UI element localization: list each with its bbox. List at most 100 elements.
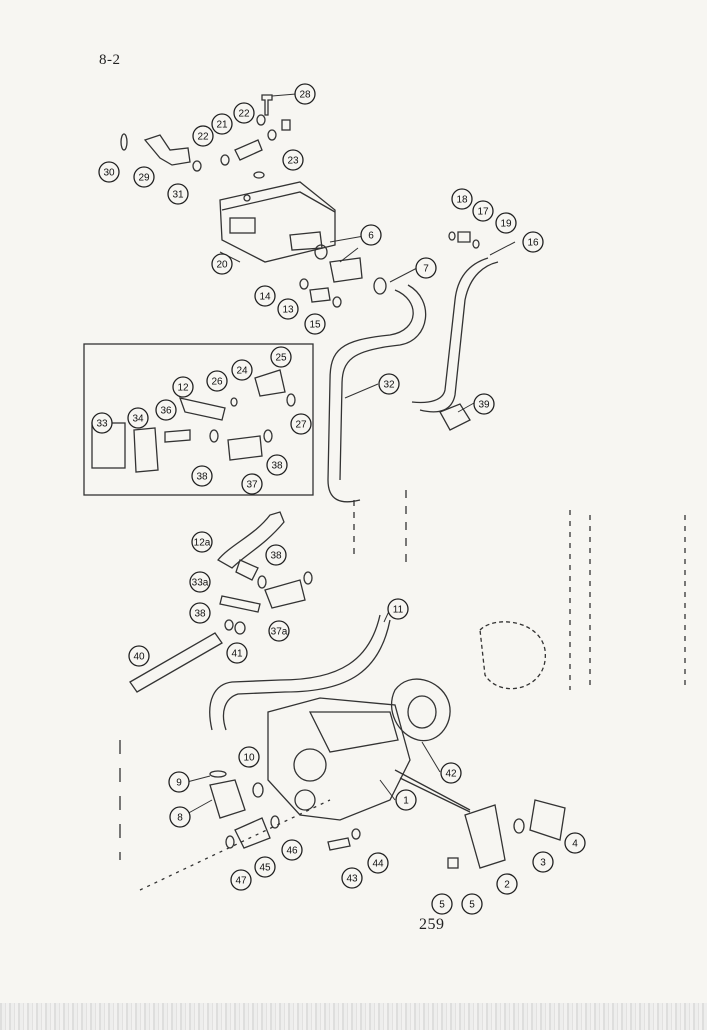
callout-22-24: 22: [192, 125, 214, 147]
callout-label: 17: [477, 207, 489, 218]
callout-27-29: 27: [290, 413, 312, 435]
callout-32-34: 32: [378, 373, 400, 395]
callout-33a-36: 33a: [189, 571, 211, 593]
elbow-25: [254, 369, 286, 397]
callout-24-26: 24: [231, 359, 253, 381]
callout-42-48: 42: [440, 762, 462, 784]
callout-layer: 123455678910111212a131415161718192021222…: [91, 83, 586, 915]
callout-label: 38: [270, 551, 282, 562]
callout-17-18: 17: [472, 200, 494, 222]
scan-edge: [0, 1003, 707, 1030]
callout-label: 21: [216, 120, 228, 131]
callout-8-8: 8: [169, 806, 191, 828]
callout-label: 5: [469, 900, 475, 911]
clamp-39: [439, 403, 471, 431]
adapter-5: [329, 257, 363, 283]
callout-label: 43: [346, 874, 358, 885]
callout-33-35: 33: [91, 412, 113, 434]
callout-label: 22: [197, 132, 209, 143]
callout-label: 46: [286, 846, 298, 857]
callout-label: 33a: [192, 578, 209, 589]
tube-12a: [217, 511, 285, 569]
hose-16: [419, 261, 499, 413]
callout-label: 20: [216, 260, 228, 271]
callout-2-1: 2: [496, 873, 518, 895]
callout-label: 19: [500, 219, 512, 230]
section-number: 8-2: [99, 52, 121, 68]
callout-label: 39: [478, 400, 490, 411]
hose-11: [209, 614, 381, 731]
callout-label: 15: [309, 320, 321, 331]
cover-2: [464, 804, 506, 869]
callout-label: 3: [540, 858, 546, 869]
callout-label: 28: [299, 90, 311, 101]
callout-16-17: 16: [522, 231, 544, 253]
callout-37a-40: 37a: [268, 620, 290, 642]
fitting-21: [234, 139, 263, 161]
callout-label: 31: [172, 190, 184, 201]
callout-31-33: 31: [167, 183, 189, 205]
bolt-28: [261, 94, 273, 116]
callout-6-6: 6: [360, 224, 382, 246]
callout-label: 9: [176, 778, 182, 789]
callout-7-7: 7: [415, 257, 437, 279]
callout-label: 33: [96, 419, 108, 430]
callout-47-53: 47: [230, 869, 252, 891]
callout-1-0: 1: [395, 789, 417, 811]
callout-12a-13: 12a: [191, 531, 213, 553]
callout-label: 12a: [194, 538, 211, 549]
callout-label: 38: [196, 472, 208, 483]
callout-label: 38: [271, 461, 283, 472]
callout-label: 37a: [271, 627, 288, 638]
callout-14-15: 14: [254, 285, 276, 307]
callout-9-9: 9: [168, 771, 190, 793]
callout-4-3: 4: [564, 832, 586, 854]
callout-label: 24: [236, 366, 248, 377]
callout-label: 4: [572, 839, 578, 850]
callout-label: 29: [138, 173, 150, 184]
callout-38-43: 38: [266, 454, 288, 476]
callout-label: 10: [243, 753, 255, 764]
callout-44-50: 44: [367, 852, 389, 874]
callout-21-22: 21: [211, 113, 233, 135]
callout-label: 7: [423, 264, 429, 275]
callout-15-16: 15: [304, 313, 326, 335]
callout-26-28: 26: [206, 370, 228, 392]
callout-label: 41: [231, 649, 243, 660]
callout-38-42: 38: [191, 465, 213, 487]
bracket-34: [133, 427, 159, 473]
callout-20-21: 20: [211, 253, 233, 275]
callout-label: 25: [275, 353, 287, 364]
callout-29-31: 29: [133, 166, 155, 188]
callout-label: 18: [456, 195, 468, 206]
callout-43-49: 43: [341, 867, 363, 889]
callout-label: 12: [177, 383, 189, 394]
callout-label: 34: [132, 414, 144, 425]
callout-label: 14: [259, 292, 271, 303]
callout-28-30: 28: [294, 83, 316, 105]
callout-30-32: 30: [98, 161, 120, 183]
callout-label: 16: [527, 238, 539, 249]
callout-label: 32: [383, 380, 395, 391]
callout-3-2: 3: [532, 851, 554, 873]
callout-45-51: 45: [254, 856, 276, 878]
callout-label: 22: [238, 109, 250, 120]
callout-22-23: 22: [233, 102, 255, 124]
callout-label: 6: [368, 231, 374, 242]
callout-5-4: 5: [461, 893, 483, 915]
callout-38-41: 38: [189, 602, 211, 624]
callout-18-19: 18: [451, 188, 473, 210]
inset-frame: [83, 343, 314, 496]
hose-32: [327, 289, 414, 503]
callout-label: 11: [393, 605, 404, 616]
callout-10-10: 10: [238, 746, 260, 768]
callout-37-39: 37: [241, 473, 263, 495]
valve-block: [219, 181, 336, 263]
callout-38-44: 38: [265, 544, 287, 566]
tee-37a: [264, 579, 306, 609]
callout-label: 5: [439, 900, 445, 911]
line-40: [129, 632, 223, 693]
callout-5-5: 5: [431, 893, 453, 915]
elbow-8: [209, 779, 246, 819]
